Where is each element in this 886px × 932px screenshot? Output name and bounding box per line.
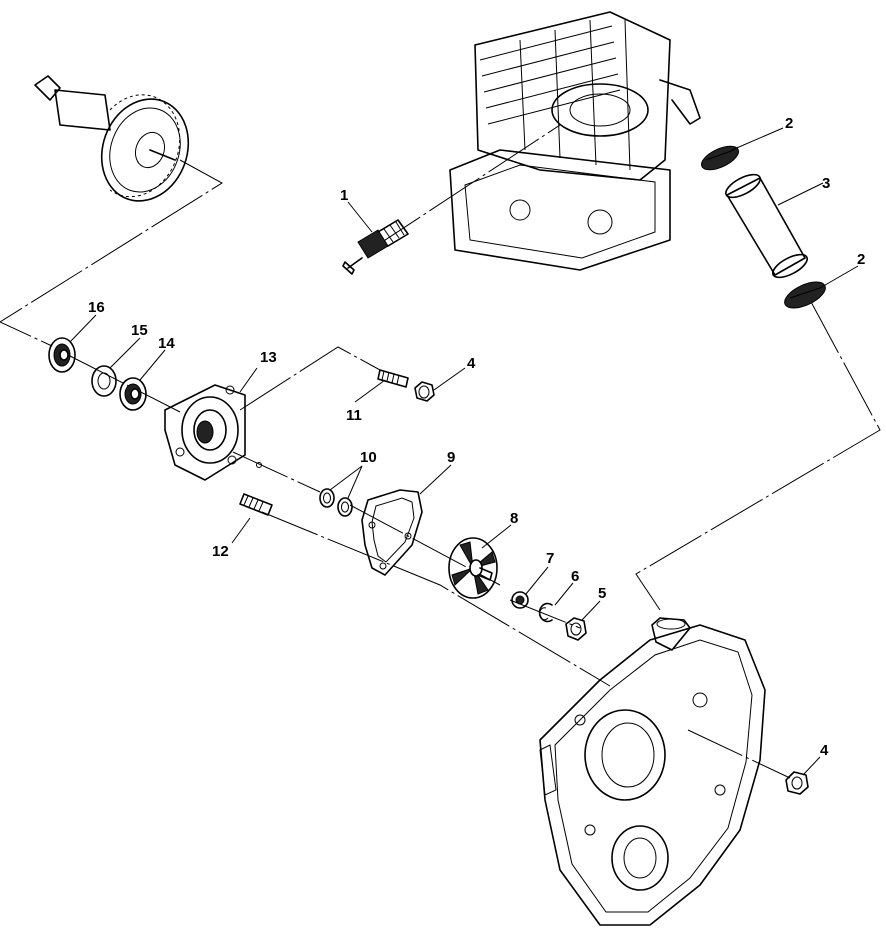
washers-10 xyxy=(319,488,353,517)
callout-9: 9 xyxy=(447,449,455,466)
callout-2-upper: 2 xyxy=(785,115,793,132)
nut-4-upper xyxy=(414,381,435,402)
stud-12 xyxy=(239,493,273,516)
clip-6 xyxy=(538,602,553,623)
callout-8: 8 xyxy=(510,510,518,527)
nut-4-lower xyxy=(785,771,809,795)
callout-labels: 1 2 3 2 4 4 5 6 7 8 9 10 11 12 13 14 15 … xyxy=(88,115,865,759)
callout-10: 10 xyxy=(360,449,377,466)
hose-clamp-upper xyxy=(700,145,740,171)
callout-15: 15 xyxy=(131,322,148,339)
engine-cylinder xyxy=(449,11,701,271)
callout-14: 14 xyxy=(158,335,175,352)
callout-5: 5 xyxy=(598,585,606,602)
bearing-14 xyxy=(119,377,147,411)
callout-3: 3 xyxy=(822,175,830,192)
washer-7 xyxy=(511,591,529,609)
hose-clamp-lower xyxy=(784,281,826,309)
callout-6: 6 xyxy=(571,568,579,585)
callout-2-lower: 2 xyxy=(857,251,865,268)
callout-7: 7 xyxy=(546,550,554,567)
nut-5 xyxy=(565,617,587,641)
coolant-hose xyxy=(725,173,808,279)
callout-4-upper: 4 xyxy=(467,355,476,372)
bearing-16 xyxy=(48,337,76,373)
stud-11 xyxy=(377,369,409,388)
callout-13: 13 xyxy=(260,349,277,366)
crankcase-cover xyxy=(539,617,766,926)
impeller-8 xyxy=(448,537,498,599)
pump-housing xyxy=(164,384,262,481)
callout-4-lower: 4 xyxy=(820,742,829,759)
callout-16: 16 xyxy=(88,299,105,316)
temperature-sensor xyxy=(342,219,409,275)
callout-leaders xyxy=(69,127,859,776)
callout-12: 12 xyxy=(212,543,229,560)
drive-gear-shaft xyxy=(34,75,190,202)
bearing-15 xyxy=(91,365,117,397)
assembly-lines xyxy=(0,124,881,779)
gasket-9 xyxy=(361,489,423,576)
callout-1: 1 xyxy=(340,187,348,204)
callout-11: 11 xyxy=(346,407,362,424)
